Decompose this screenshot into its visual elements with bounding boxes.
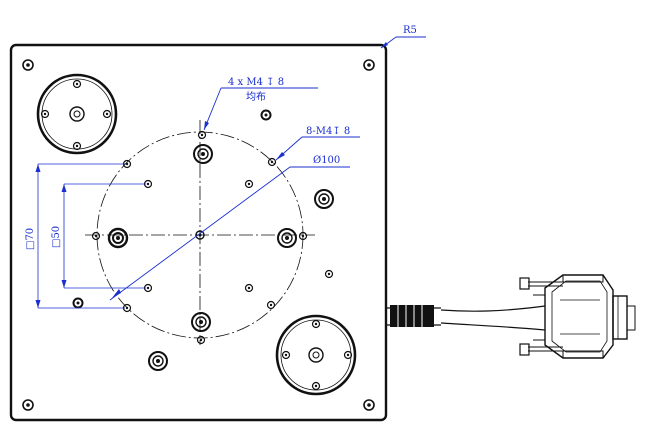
- corner-holes: [22, 59, 375, 411]
- diameter-leader: [109, 166, 350, 301]
- radius-leader: [380, 36, 426, 49]
- cable-assembly: [386, 274, 636, 359]
- diameter-label: Ø100: [313, 155, 340, 166]
- counterbore-hole: [277, 228, 297, 248]
- tapped-hole: [197, 130, 207, 140]
- blind-hole: [260, 109, 272, 121]
- strain-relief: [390, 305, 434, 327]
- tapped-hole: [267, 157, 277, 167]
- ring-holes-label: 8-M4↧ 8: [306, 126, 350, 137]
- corner-hole: [22, 59, 34, 71]
- thumb-screw-bottom: [519, 343, 563, 356]
- tapped-hole: [196, 335, 206, 345]
- mounting-plate: [9, 43, 388, 422]
- corner-hole: [363, 59, 375, 71]
- tapped-hole: [244, 179, 254, 189]
- radius-label: R5: [403, 25, 417, 36]
- top-holes-sublabel: 均布: [246, 91, 266, 103]
- counterbore-hole: [107, 227, 129, 249]
- tapped-hole: [298, 231, 308, 241]
- counterbore-holes: [107, 144, 297, 332]
- top-holes-label: 4 x M4 ↧ 8: [228, 77, 284, 88]
- tapped-hole: [266, 300, 276, 310]
- top-holes-leader: [203, 87, 318, 131]
- ring-holes-leader: [275, 136, 360, 161]
- misc-holes: [72, 109, 334, 371]
- annotation-labels: R5 4 x M4 ↧ 8 均布 8-M4↧ 8 Ø100 □70 □50: [25, 25, 417, 250]
- counterbore-hole: [193, 144, 213, 164]
- square-dimension-lines: [35, 163, 146, 309]
- tapped-hole: [244, 283, 254, 293]
- corner-hole: [22, 399, 34, 411]
- boss-top-left: [36, 73, 118, 155]
- square-50-label: □50: [51, 226, 62, 248]
- blind-hole: [72, 297, 84, 309]
- counterbore-hole: [191, 312, 211, 332]
- connector-hood: [544, 274, 636, 359]
- tapped-hole: [91, 231, 101, 241]
- corner-hole: [363, 399, 375, 411]
- thumb-screw-top: [519, 277, 563, 290]
- boss-bottom-right: [275, 314, 357, 396]
- square-70-label: □70: [25, 228, 36, 250]
- tapped-hole: [324, 269, 334, 279]
- counterbore-hole: [148, 351, 168, 371]
- counterbore-hole: [314, 189, 334, 209]
